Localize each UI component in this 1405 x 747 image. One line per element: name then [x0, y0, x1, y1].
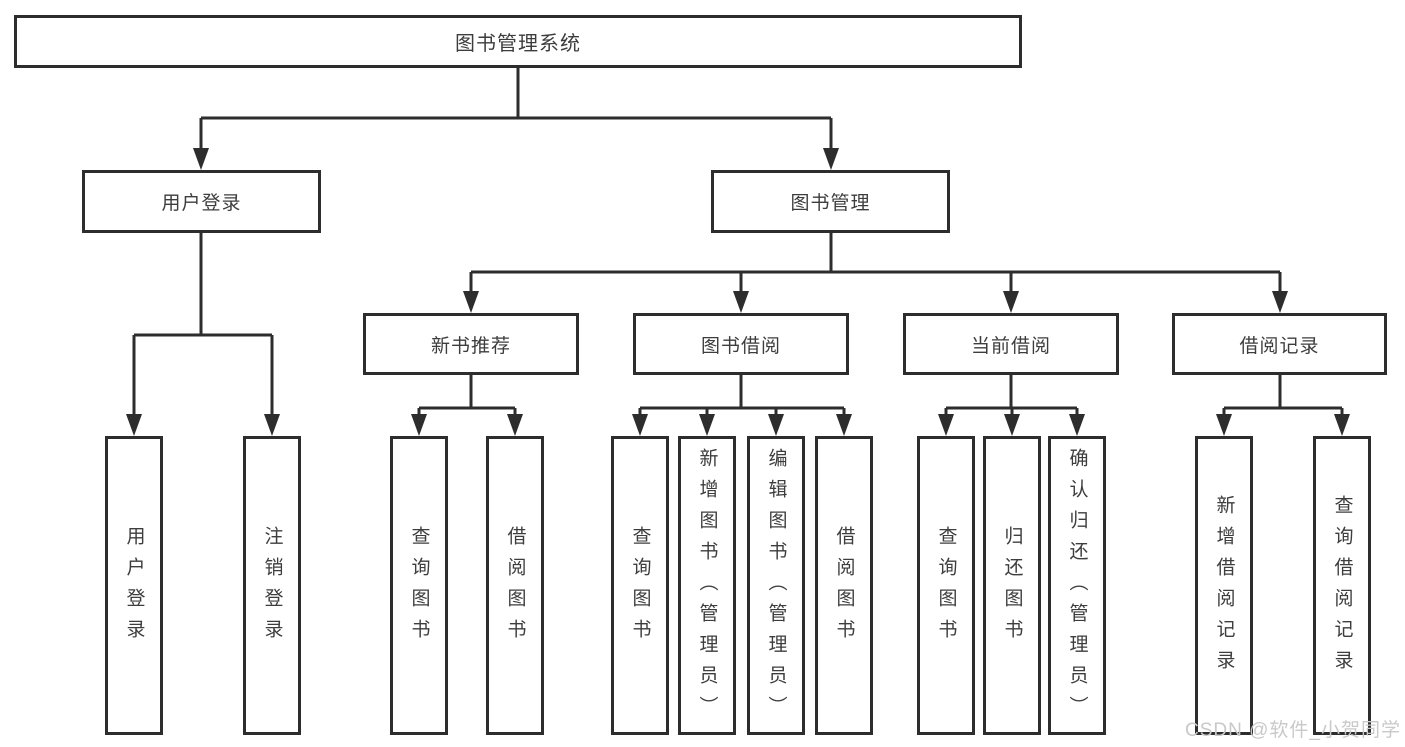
- leaf-query-books-borrow: 查询图书: [611, 436, 669, 735]
- csdn-watermark: CSDN @软件_小贺同学: [1185, 720, 1401, 741]
- leaf-confirm-return-admin: 确认归还（管理员）: [1048, 436, 1106, 735]
- leaf-logout: 注销登录: [243, 436, 301, 735]
- node-library-management-system: 图书管理系统: [14, 15, 1022, 68]
- leaf-query-borrow-record: 查询借阅记录: [1313, 436, 1371, 735]
- leaf-query-books-current: 查询图书: [917, 436, 975, 735]
- node-book-borrow: 图书借阅: [633, 313, 849, 375]
- node-user-login: 用户登录: [82, 170, 321, 233]
- leaf-edit-book-admin: 编辑图书（管理员）: [747, 436, 805, 735]
- leaf-user-login: 用户登录: [105, 436, 163, 735]
- node-borrow-records: 借阅记录: [1172, 313, 1387, 375]
- leaf-add-book-admin: 新增图书（管理员）: [678, 436, 736, 735]
- leaf-add-borrow-record: 新增借阅记录: [1195, 436, 1253, 735]
- leaf-borrow-books: 借阅图书: [815, 436, 873, 735]
- leaf-query-books-recommend: 查询图书: [390, 436, 448, 735]
- node-book-management: 图书管理: [711, 170, 950, 233]
- leaf-borrow-books-recommend: 借阅图书: [486, 436, 544, 735]
- leaf-return-book: 归还图书: [983, 436, 1041, 735]
- node-current-borrow: 当前借阅: [903, 313, 1119, 375]
- node-new-book-recommend: 新书推荐: [363, 313, 579, 375]
